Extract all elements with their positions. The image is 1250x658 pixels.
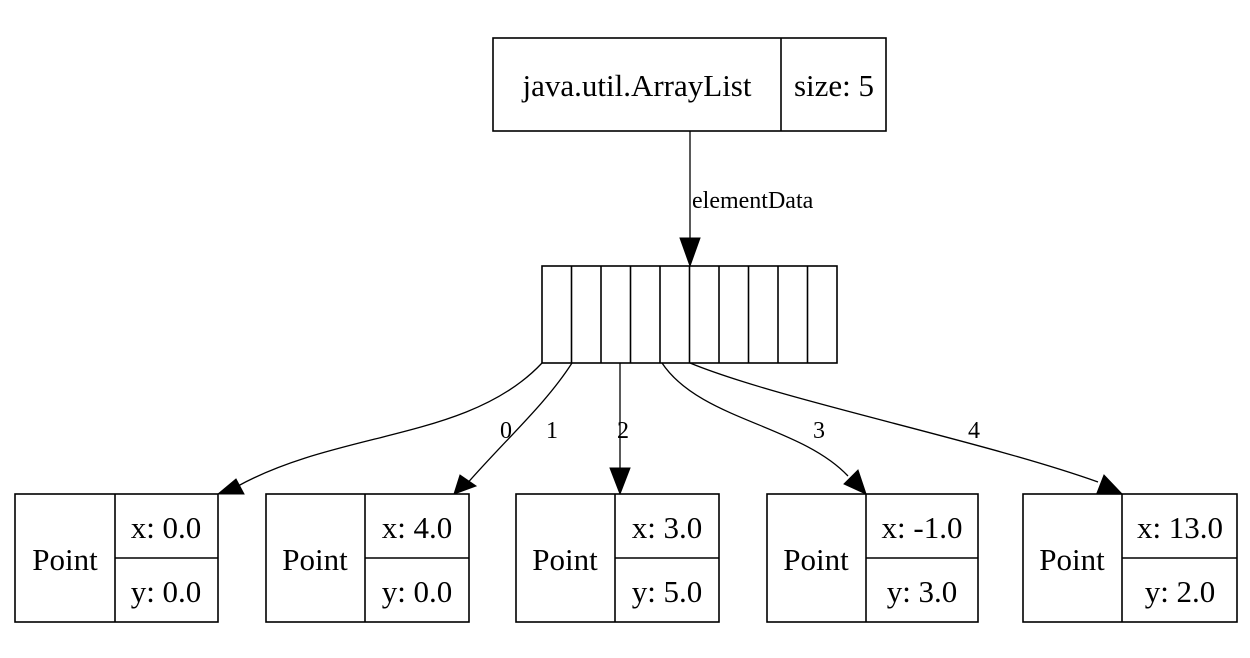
- arraylist-class-label: java.util.ArrayList: [522, 68, 752, 103]
- arraylist-node-box: [492, 37, 887, 132]
- element-edge-2: 2: [609, 363, 631, 496]
- point-node-1: Point x: 4.0 y: 0.0: [265, 493, 470, 623]
- element-data-edge-label: elementData: [692, 188, 814, 214]
- element-edge-3: 3: [661, 362, 867, 495]
- arraylist-node: java.util.ArrayList size: 5: [492, 37, 887, 132]
- element-edge-1-label: 1: [546, 418, 558, 444]
- element-edge-4-label: 4: [968, 418, 980, 444]
- point-node-2-x-field: x: 3.0: [632, 510, 703, 545]
- point-node-3-x-field: x: -1.0: [882, 510, 963, 545]
- element-edge-4-line: [689, 362, 1099, 483]
- point-node-0-y-field: y: 0.0: [131, 574, 202, 609]
- element-edge-4-arrowhead: [1096, 474, 1124, 495]
- point-node-4-class-label: Point: [1039, 542, 1105, 577]
- element-edge-3-label: 3: [813, 418, 825, 444]
- point-node-4: Point x: 13.0 y: 2.0: [1022, 493, 1238, 623]
- element-edge-2-arrowhead: [609, 467, 631, 496]
- element-edge-1: 1: [453, 362, 573, 495]
- element-edge-3-arrowhead: [843, 469, 867, 495]
- element-edge-3-line: [661, 362, 849, 477]
- element-edges: 0 1 2 3 4: [216, 362, 1124, 496]
- element-edge-0: 0: [216, 362, 543, 495]
- point-node-2-class-label: Point: [532, 542, 598, 577]
- arraylist-size-label: size: 5: [794, 68, 874, 103]
- point-node-0: Point x: 0.0 y: 0.0: [14, 493, 219, 623]
- element-edge-0-label: 0: [500, 418, 512, 444]
- element-edge-0-line: [237, 362, 543, 487]
- element-edge-2-label: 2: [617, 418, 629, 444]
- point-node-0-class-label: Point: [32, 542, 98, 577]
- element-data-edge: elementData: [679, 131, 814, 268]
- element-edge-1-line: [464, 362, 573, 487]
- point-node-3-y-field: y: 3.0: [887, 574, 958, 609]
- point-node-3: Point x: -1.0 y: 3.0: [766, 493, 979, 623]
- point-node-1-x-field: x: 4.0: [382, 510, 453, 545]
- element-edge-0-arrowhead: [216, 478, 245, 495]
- element-edge-4: 4: [689, 362, 1124, 495]
- element-data-array: [541, 265, 838, 364]
- element-data-arrowhead: [679, 237, 701, 268]
- element-edge-1-arrowhead: [453, 474, 478, 495]
- point-node-0-x-field: x: 0.0: [131, 510, 202, 545]
- point-node-2: Point x: 3.0 y: 5.0: [515, 493, 720, 623]
- point-node-3-class-label: Point: [783, 542, 849, 577]
- point-node-1-y-field: y: 0.0: [382, 574, 453, 609]
- point-node-4-y-field: y: 2.0: [1145, 574, 1216, 609]
- point-node-4-x-field: x: 13.0: [1137, 510, 1223, 545]
- point-node-1-class-label: Point: [282, 542, 348, 577]
- point-node-2-y-field: y: 5.0: [632, 574, 703, 609]
